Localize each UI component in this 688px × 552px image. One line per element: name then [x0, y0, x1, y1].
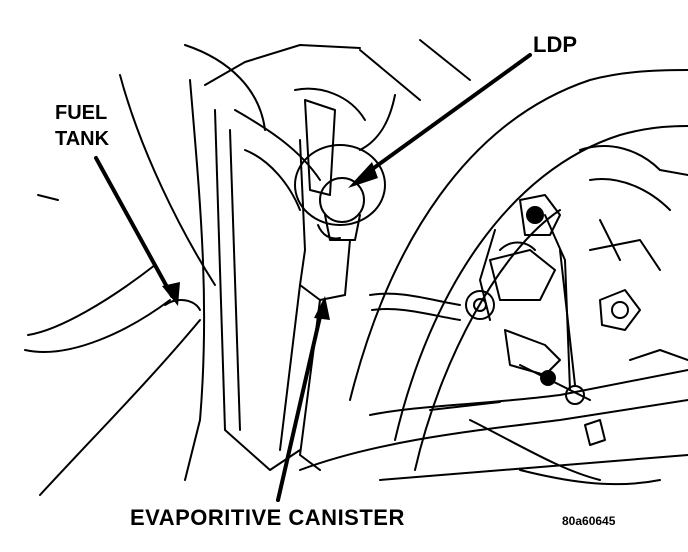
- ldp-assembly: [294, 87, 396, 241]
- figure-id-label: 80a60645: [562, 514, 616, 528]
- ldp-label: LDP: [533, 32, 577, 57]
- vapor-hoses: [299, 290, 688, 481]
- fuel-tank-leader-arrow: [94, 156, 174, 298]
- tank-label: TANK: [55, 128, 110, 150]
- evaporitive-canister-label: EVAPORITIVE CANISTER: [130, 505, 405, 530]
- canister-leader-arrow: [276, 306, 324, 502]
- ldp-arrowhead: [348, 162, 378, 188]
- fuel-label: FUEL: [55, 102, 108, 124]
- wheel-well-arc: [349, 39, 688, 471]
- arrow-heads: [162, 162, 378, 320]
- canister-arrowhead: [314, 296, 330, 320]
- fuel-tank-outline: [24, 44, 361, 496]
- fuel-tank-arrowhead: [162, 282, 180, 306]
- canister-housing: [214, 109, 351, 471]
- leader-arrows: [94, 53, 532, 502]
- undercarriage-components: [469, 145, 688, 486]
- ldp-leader-arrow: [358, 53, 532, 180]
